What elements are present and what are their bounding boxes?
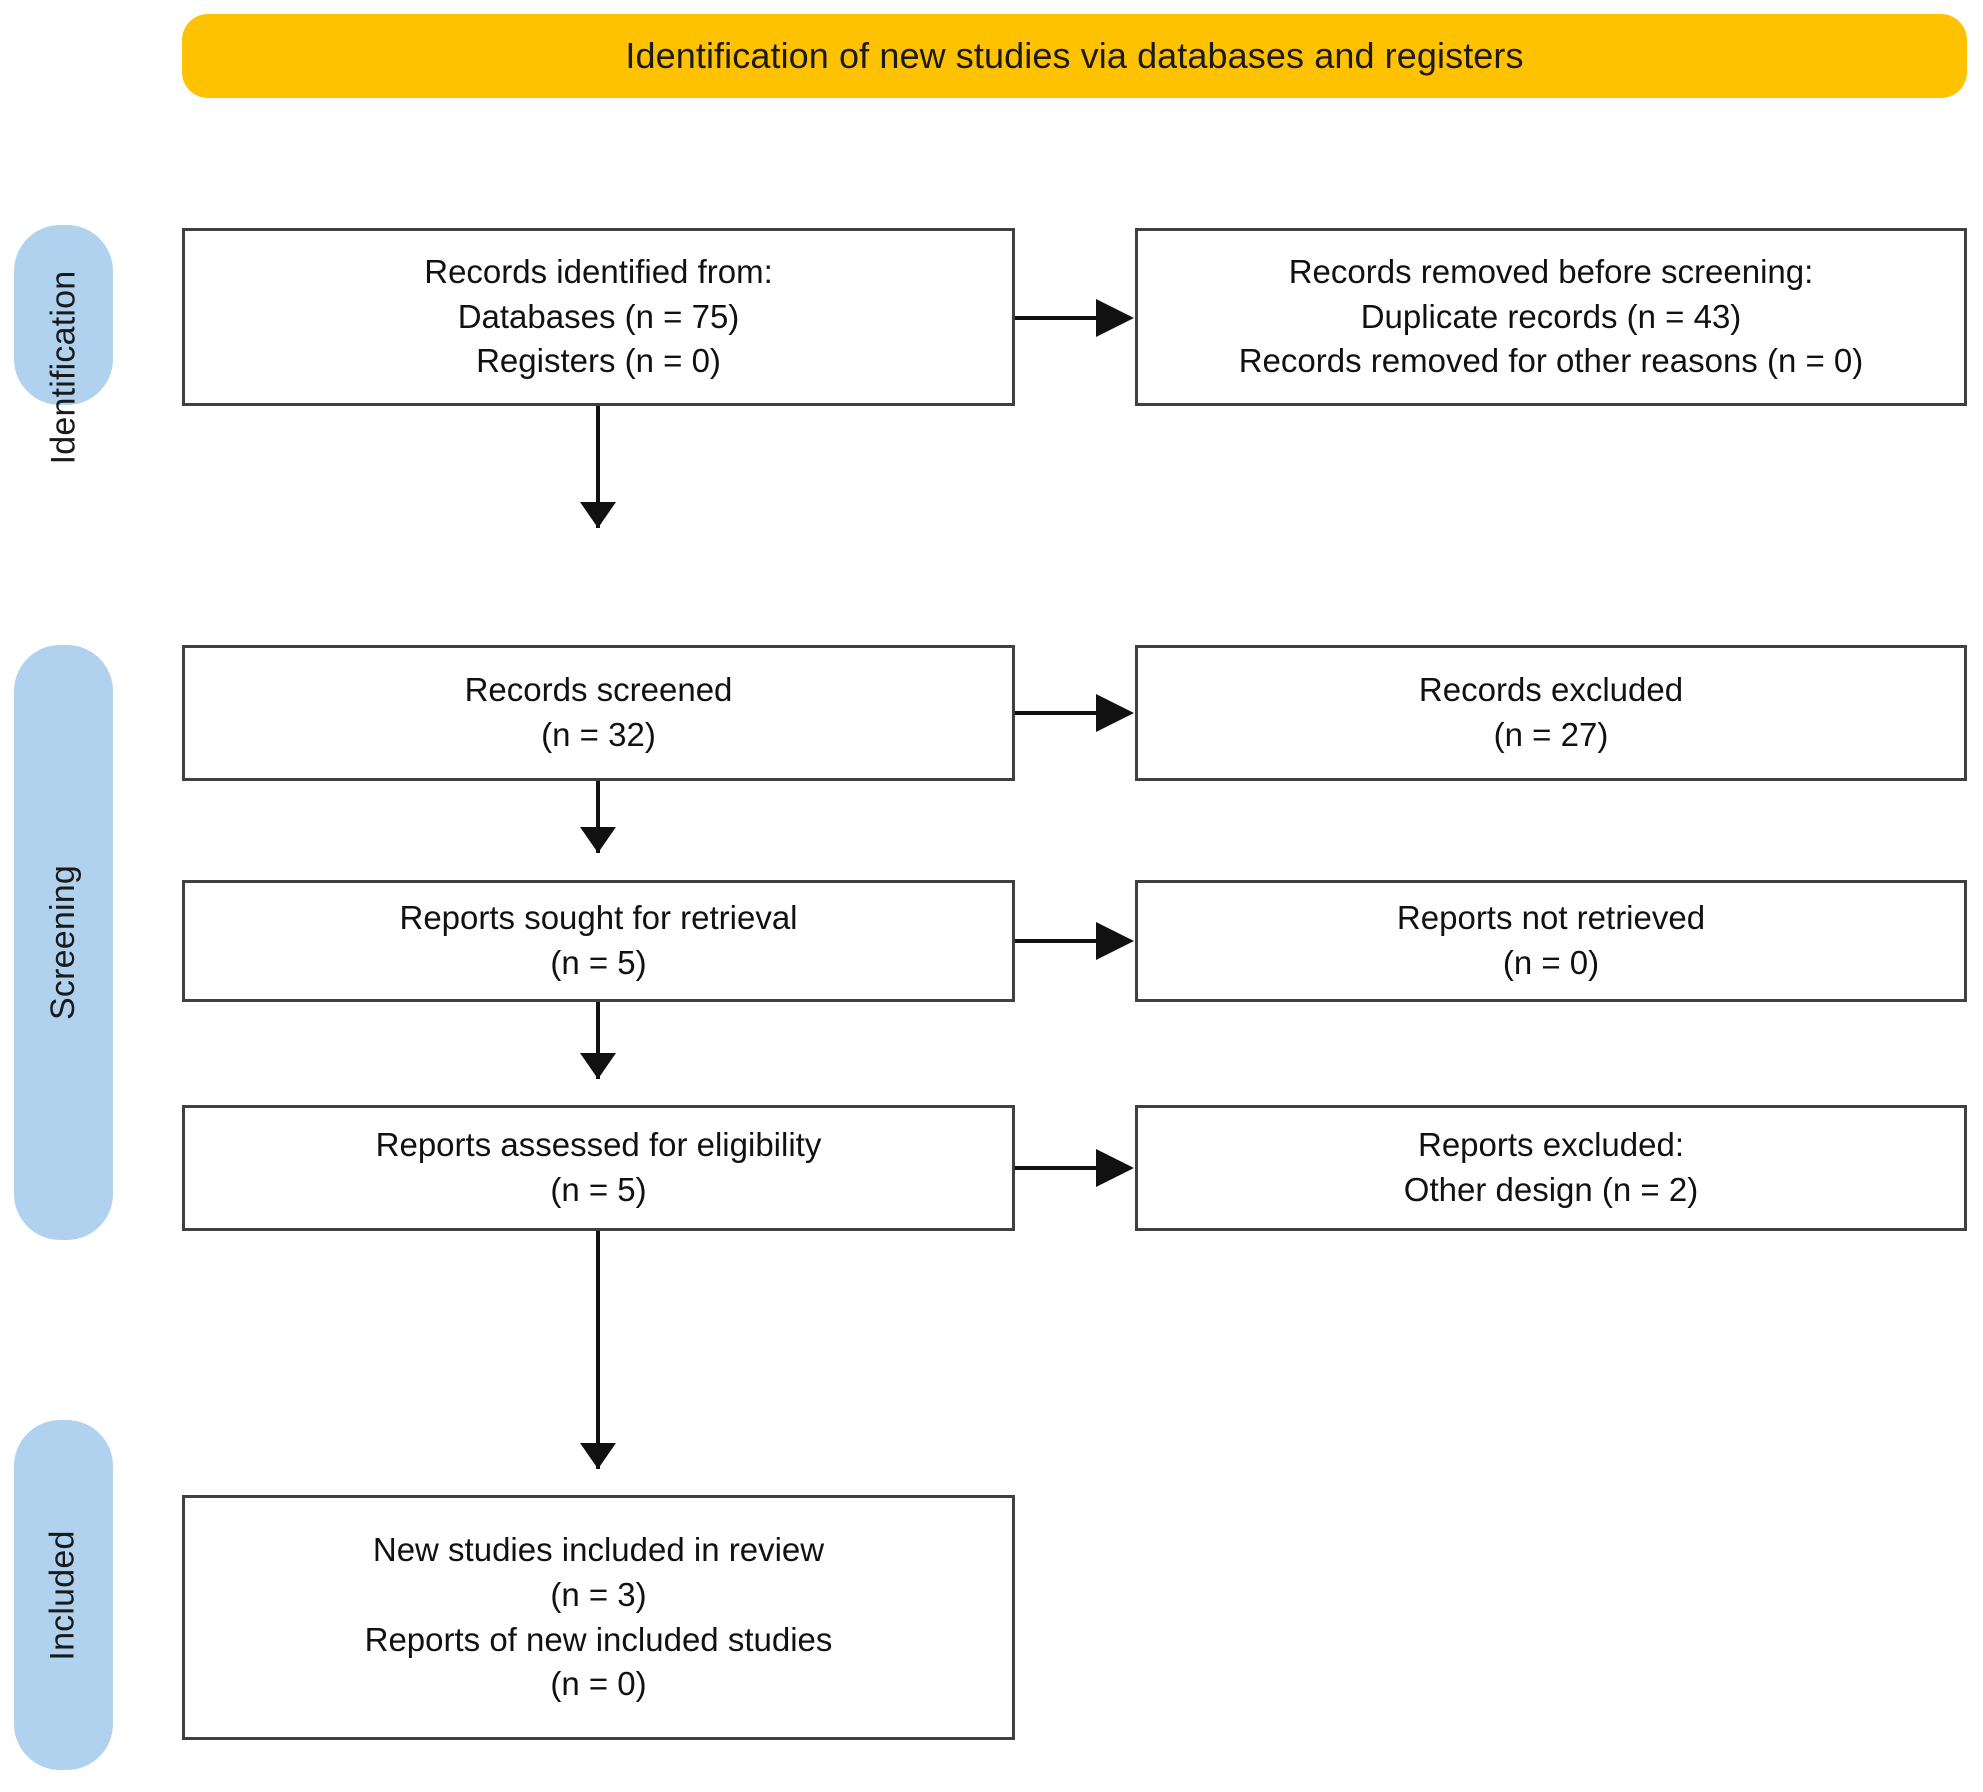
box-reports-sought: Reports sought for retrieval (n = 5) [182, 880, 1015, 1002]
box-line: (n = 27) [1493, 716, 1609, 753]
box-line: Records screened [464, 671, 733, 709]
box-line: (n = 3) [550, 1575, 647, 1613]
arrowhead-down-icon [580, 1443, 616, 1469]
arrowhead-down-icon [580, 1053, 616, 1079]
box-line: Reports of new included studies [364, 1620, 833, 1658]
arrowhead-down-icon [580, 502, 616, 528]
connector-identified-to-screened [596, 406, 600, 528]
connector-sought-to-not-retrieved [1015, 939, 1111, 943]
stage-pill-screening: Screening [14, 645, 113, 1240]
box-line: Registers (n = 0) [476, 342, 721, 380]
arrowhead-right-icon [1096, 694, 1134, 732]
box-line: Other design (n = 2) [1403, 1171, 1699, 1208]
connector-sought-to-assessed [596, 1002, 600, 1079]
stage-pill-identification: Identification [14, 225, 113, 464]
arrowhead-right-icon [1096, 299, 1134, 337]
box-records-identified: Records identified from: Databases (n = … [182, 228, 1015, 406]
box-line: Duplicate records (n = 43) [1360, 297, 1742, 335]
box-line: Records excluded [1418, 671, 1684, 709]
box-line: Records removed for other reasons (n = 0… [1238, 342, 1864, 380]
box-reports-not-retrieved: Reports not retrieved (n = 0) [1135, 880, 1967, 1002]
box-reports-excluded: Reports excluded: Other design (n = 2) [1135, 1105, 1967, 1231]
box-records-removed: Records removed before screening: Duplic… [1135, 228, 1967, 406]
connector-screened-to-sought [596, 781, 600, 853]
box-records-excluded: Records excluded (n = 27) [1135, 645, 1967, 781]
connector-assessed-to-reports-excluded [1015, 1166, 1111, 1170]
diagram-header-banner: Identification of new studies via databa… [182, 14, 1967, 98]
diagram-title: Identification of new studies via databa… [625, 35, 1524, 76]
stage-pill-included: Included [14, 1420, 113, 1770]
connector-assessed-to-included [596, 1231, 600, 1469]
box-line: (n = 5) [550, 944, 647, 981]
box-line: New studies included in review [372, 1530, 825, 1568]
stage-label-screening: Screening [44, 865, 82, 1020]
box-line: (n = 0) [550, 1665, 647, 1703]
box-line: Records removed before screening: [1288, 252, 1814, 290]
box-line: Reports not retrieved [1396, 899, 1706, 937]
box-records-screened: Records screened (n = 32) [182, 645, 1015, 781]
connector-identified-to-removed [1015, 316, 1111, 320]
box-line: Reports excluded: [1418, 1126, 1684, 1164]
box-line: (n = 5) [550, 1171, 647, 1208]
connector-screened-to-excluded [1015, 711, 1111, 715]
arrowhead-right-icon [1096, 922, 1134, 960]
stage-label-included: Included [44, 1529, 82, 1661]
box-line: Records identified from: [424, 252, 773, 290]
box-line: (n = 0) [1502, 944, 1600, 981]
arrowhead-right-icon [1096, 1149, 1134, 1187]
box-line: Reports sought for retrieval [399, 899, 798, 937]
box-reports-assessed: Reports assessed for eligibility (n = 5) [182, 1105, 1015, 1231]
box-line: Reports assessed for eligibility [375, 1126, 822, 1164]
box-new-studies-included: New studies included in review (n = 3) R… [182, 1495, 1015, 1740]
box-line: (n = 32) [541, 716, 656, 753]
box-line: Databases (n = 75) [457, 297, 740, 335]
arrowhead-down-icon [580, 827, 616, 853]
stage-label-identification: Identification [44, 270, 83, 464]
